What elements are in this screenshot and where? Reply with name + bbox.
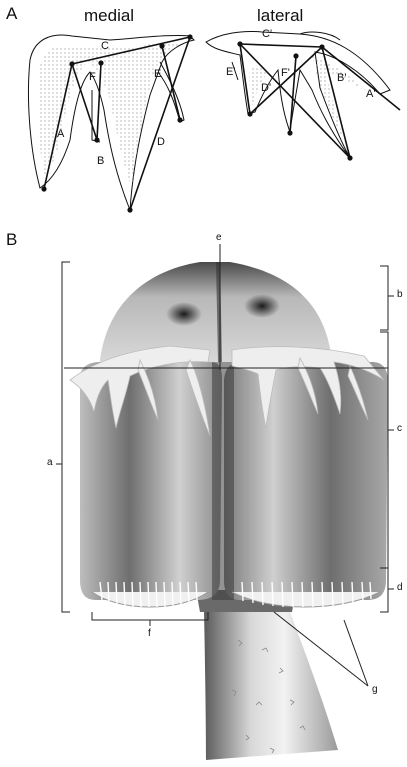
label-d: d (397, 582, 403, 593)
label-e: e (216, 232, 222, 243)
stalk (204, 606, 338, 760)
right-lobe (224, 362, 388, 600)
label-b: b (397, 289, 403, 300)
label-g: g (372, 684, 378, 695)
label-a: a (47, 457, 53, 468)
label-c: c (397, 423, 402, 434)
label-f: f (148, 628, 151, 639)
